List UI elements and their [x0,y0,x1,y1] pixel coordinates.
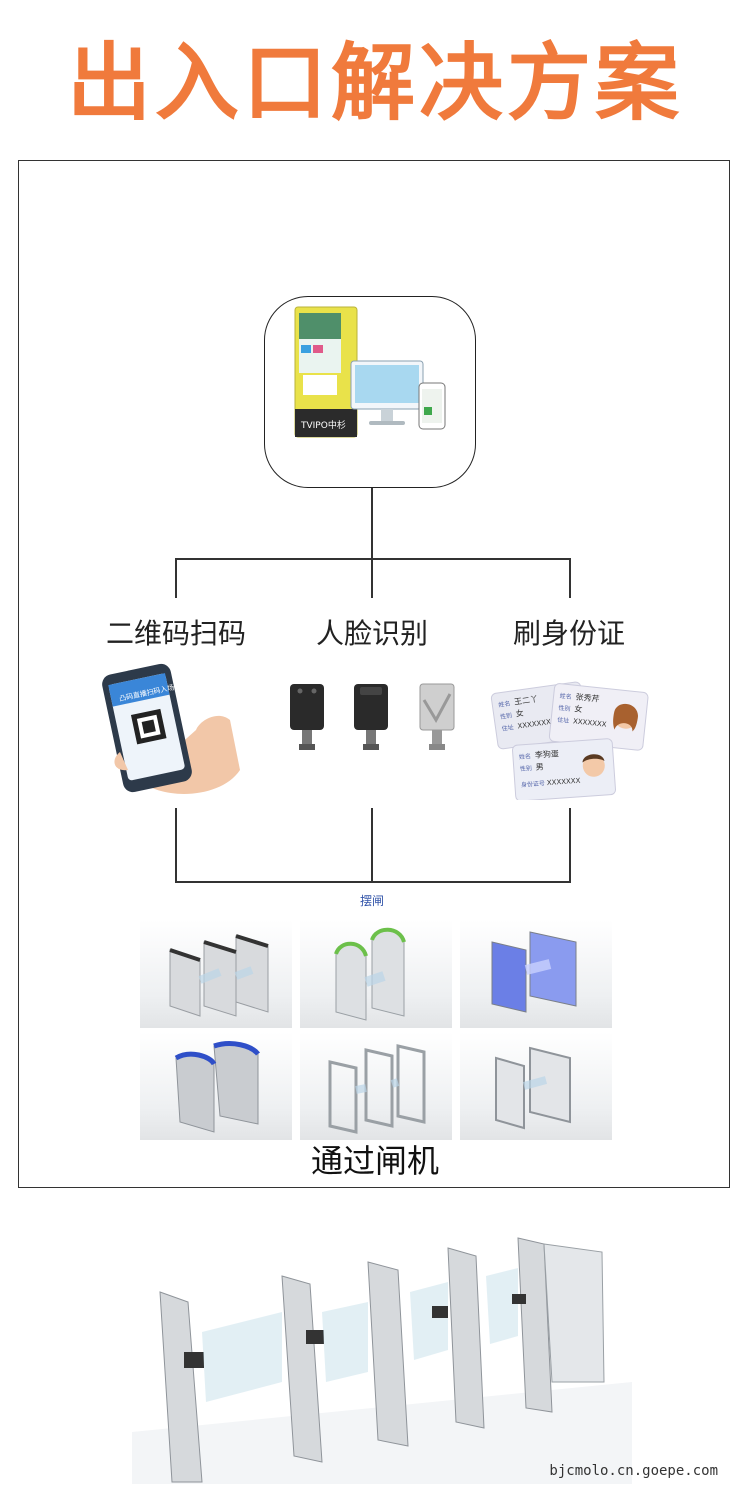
gate-tile [300,1032,452,1140]
gate-tile [460,1032,612,1140]
svg-text:王二丫: 王二丫 [514,694,539,706]
management-hub: TVIPO中杉 [264,296,476,488]
svg-text:XXXXXXX: XXXXXXX [547,777,581,787]
svg-text:性别: 性别 [500,711,513,721]
connector-bottom-center [371,808,373,882]
svg-text:女: 女 [574,703,583,714]
svg-text:住址: 住址 [557,716,570,725]
connector-bottom-right [569,808,571,882]
connector-hub-vertical [371,488,373,598]
svg-text:姓名: 姓名 [498,699,511,709]
face-terminal-icon [290,684,324,750]
swing-gate-icon [169,934,269,1017]
gate-row-illustration [132,1232,632,1484]
connector-top-left [175,558,177,598]
swing-gate-icon [159,1237,605,1483]
gate-tile [300,920,452,1028]
svg-text:张秀芹: 张秀芹 [575,691,600,703]
page-title: 出入口解决方案 [66,34,683,132]
monitor-icon [350,360,424,425]
svg-text:姓名: 姓名 [559,692,572,701]
svg-text:姓名: 姓名 [519,752,532,761]
id-cards-illustration: 姓名 王二丫 性别 女 住址 XXXXXXX 姓名 张秀芹 性别 女 住址 XX… [490,681,649,800]
diagram-frame [18,160,730,1188]
connector-bottom-left [175,808,177,882]
method-label-idcard: 刷身份证 [513,617,626,650]
gates-caption: 通过闸机 [310,1142,439,1180]
devices-illustration: TVIPO中杉 [294,306,446,438]
swing-gate-icon [491,931,577,1013]
kiosk-icon: TVIPO中杉 [294,306,358,438]
gate-tile [140,920,292,1028]
kiosk-brand: TVIPO中杉 [300,419,346,431]
method-label-face: 人脸识别 [316,617,429,650]
svg-text:身份证号: 身份证号 [521,779,546,789]
id-card: 姓名 李狗蛋 性别 男 身份证号 XXXXXXX [512,738,616,800]
gate-type-label: 摆闸 [360,894,385,908]
connector-top-right [569,558,571,598]
swing-gate-icon [174,1041,260,1133]
phone-icon [418,382,446,430]
svg-text:男: 男 [535,762,544,772]
svg-text:女: 女 [515,708,524,719]
face-terminal-icon [419,683,455,750]
gate-tile [140,1032,292,1140]
method-label-qr: 二维码扫码 [106,617,247,650]
svg-text:住址: 住址 [501,723,514,733]
svg-text:李狗蛋: 李狗蛋 [535,748,560,760]
qr-phone-illustration: 凸码直播扫码入场 [102,663,240,794]
swing-gate-icon [334,927,406,1021]
swing-gate-icon [495,1046,571,1130]
svg-text:性别: 性别 [520,764,533,773]
swing-gate-icon [328,1044,426,1134]
svg-text:XXXXXXX: XXXXXXX [573,717,607,728]
connector-top-horizontal [175,558,571,560]
connector-bottom-horizontal [175,881,571,883]
gate-tile [460,920,612,1028]
watermark: bjcmolo.cn.goepe.com [549,1463,718,1479]
svg-text:性别: 性别 [558,704,571,713]
face-terminal-icon [354,684,388,750]
face-devices-illustration [290,683,455,750]
